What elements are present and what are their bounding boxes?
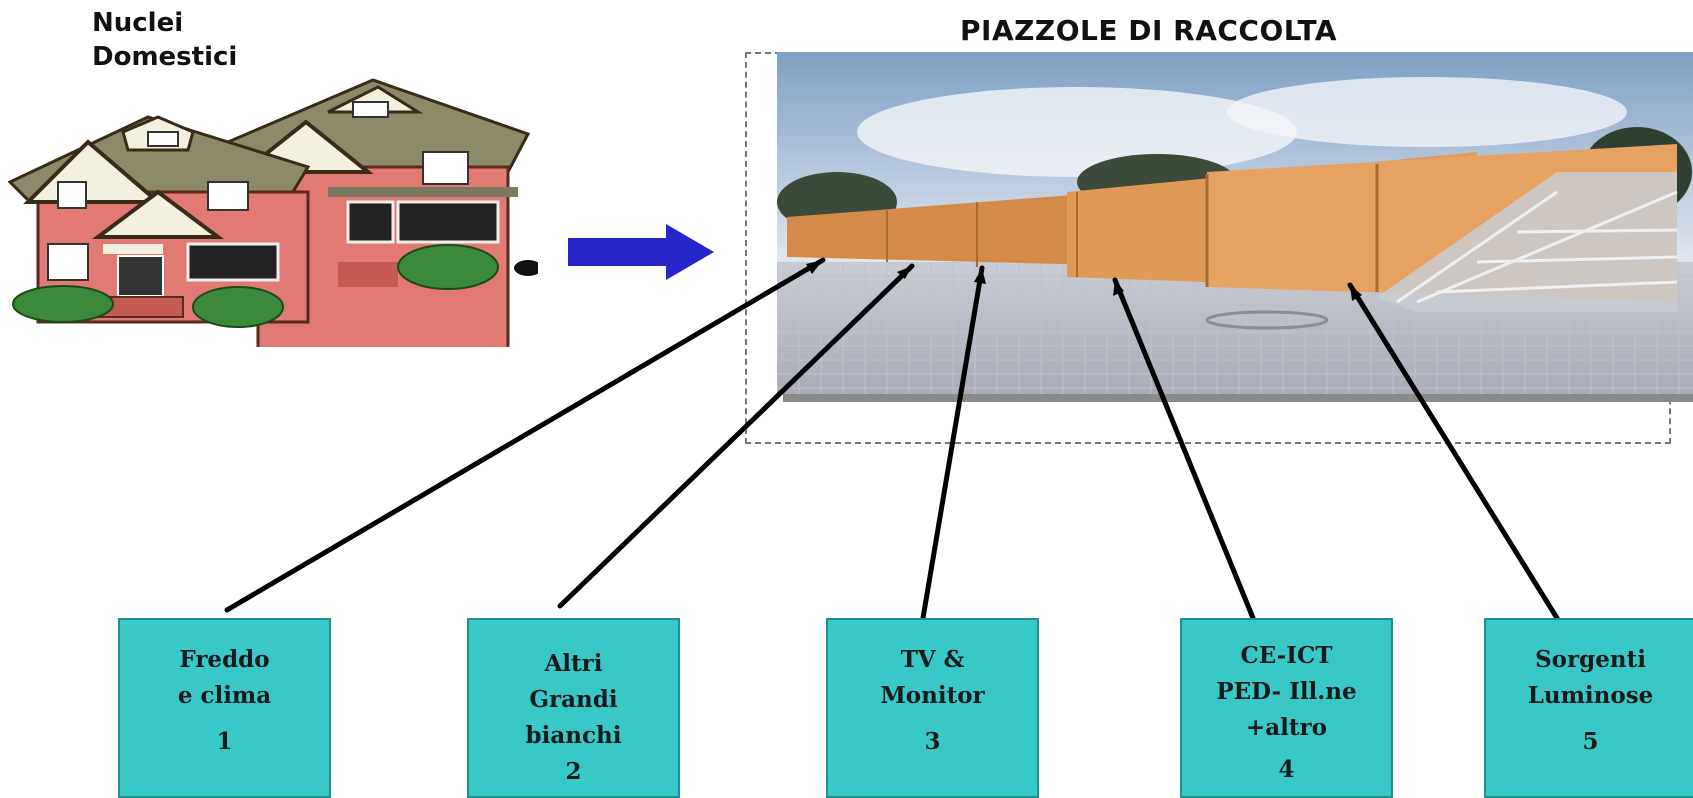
- flow-arrow-icon: [568, 224, 714, 280]
- category-4-number: 4: [1278, 756, 1295, 783]
- category-2-number: 2: [565, 758, 582, 785]
- category-5-label: Sorgenti Luminose: [1527, 646, 1654, 709]
- households-label: Nuclei Domestici: [92, 6, 352, 74]
- category-1-label: Freddo e clima: [177, 646, 272, 709]
- category-3-number: 3: [924, 728, 941, 755]
- connector-3-arrowhead-icon: [974, 268, 986, 284]
- connector-1: [224, 257, 826, 613]
- connector-1-arrowhead-icon: [806, 260, 823, 274]
- collection-site-title: PIAZZOLE DI RACCOLTA: [960, 14, 1338, 47]
- category-box-4: CE-ICT PED- Ill.ne +altro 4: [1180, 618, 1393, 798]
- connector-3: [920, 265, 985, 621]
- category-4-label: CE-ICT PED- Ill.ne +altro: [1216, 642, 1357, 741]
- category-box-1: Freddo e clima 1: [118, 618, 331, 798]
- category-box-5: Sorgenti Luminose 5: [1484, 618, 1693, 798]
- connector-4-arrowhead-icon: [1113, 280, 1124, 296]
- front-house: [8, 115, 311, 328]
- households-label-line-2: Domestici: [92, 42, 238, 72]
- category-1-number: 1: [216, 728, 233, 755]
- houses-illustration: [8, 78, 538, 347]
- connector-5: [1347, 282, 1560, 621]
- category-box-2: Altri Grandi bianchi 2: [467, 618, 680, 798]
- category-3-label: TV & Monitor: [880, 646, 985, 709]
- category-2-label: Altri Grandi bianchi: [525, 650, 622, 749]
- households-label-line-1: Nuclei: [92, 8, 184, 38]
- connector-5-arrowhead-icon: [1350, 285, 1362, 301]
- connector-4: [1112, 277, 1256, 621]
- category-5-number: 5: [1582, 728, 1599, 755]
- connector-2: [557, 263, 915, 609]
- collection-site-photo: [777, 52, 1693, 394]
- category-box-3: TV & Monitor 3: [826, 618, 1039, 798]
- connector-2-arrowhead-icon: [897, 266, 912, 279]
